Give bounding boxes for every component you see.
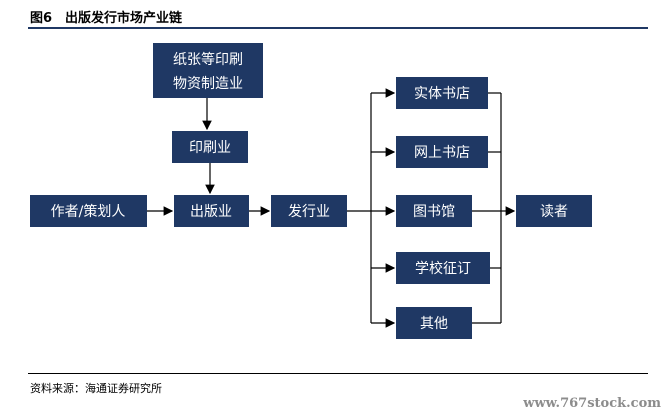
- node-printing: 印刷业: [172, 131, 248, 163]
- node-online-bookstore: 网上书店: [396, 136, 488, 168]
- node-label: 学校征订: [415, 260, 471, 277]
- node-label-line-1: 纸张等印刷: [173, 51, 243, 68]
- node-label: 读者: [540, 203, 568, 220]
- node-label: 实体书店: [414, 86, 470, 102]
- title-rule: [28, 27, 648, 29]
- node-school-orders: 学校征订: [396, 252, 490, 284]
- node-label: 其他: [420, 316, 448, 332]
- node-label: 印刷业: [189, 140, 231, 156]
- node-paper-printing-materials: 纸张等印刷 物资制造业: [153, 43, 263, 98]
- node-publishing: 出版业: [174, 195, 249, 227]
- node-author: 作者/策划人: [30, 195, 147, 227]
- figure-title: 图6 出版发行市场产业链: [30, 11, 183, 26]
- node-distribution: 发行业: [271, 195, 347, 227]
- node-label-line-2: 物资制造业: [173, 76, 243, 92]
- node-library: 图书馆: [396, 195, 472, 227]
- node-label: 发行业: [288, 204, 330, 220]
- node-reader: 读者: [516, 195, 592, 227]
- node-label: 图书馆: [413, 204, 455, 220]
- node-label: 出版业: [190, 204, 232, 220]
- connectors: [147, 88, 516, 328]
- node-other: 其他: [396, 307, 472, 339]
- source-note: 资料来源：海通证券研究所: [30, 382, 162, 395]
- node-physical-bookstore: 实体书店: [396, 77, 488, 109]
- node-label: 作者/策划人: [51, 203, 126, 220]
- source-rule: [28, 373, 648, 374]
- watermark: www.767stock.com: [523, 396, 661, 411]
- node-label: 网上书店: [414, 145, 470, 161]
